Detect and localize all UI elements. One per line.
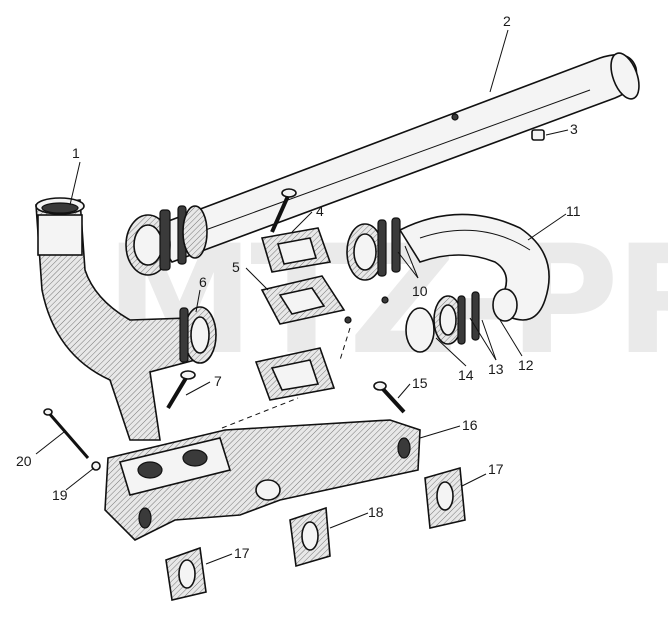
flange-plate xyxy=(260,275,352,325)
callout-13: 13 xyxy=(488,361,504,377)
exhaust-manifold xyxy=(104,419,421,541)
bolt-15 xyxy=(373,381,406,414)
callout-3: 3 xyxy=(570,121,578,137)
callout-6: 6 xyxy=(199,274,207,290)
leader-lines xyxy=(35,29,569,565)
callout-18: 18 xyxy=(368,504,384,520)
clamp-lower xyxy=(405,291,480,353)
nut xyxy=(531,129,545,141)
callout-5: 5 xyxy=(232,259,240,275)
gasket-17-right xyxy=(424,466,466,529)
callout-17a: 17 xyxy=(488,461,504,477)
callout-19: 19 xyxy=(52,487,68,503)
callout-4: 4 xyxy=(316,203,324,219)
exhaust-pipe xyxy=(148,52,640,263)
callout-20: 20 xyxy=(16,453,32,469)
callout-15: 15 xyxy=(412,375,428,391)
callout-12: 12 xyxy=(518,357,534,373)
callout-1: 1 xyxy=(72,145,80,161)
callout-14: 14 xyxy=(458,367,474,383)
stud-20 xyxy=(43,408,90,459)
clamp-upper xyxy=(346,217,401,304)
bolt-with-gasket xyxy=(260,188,332,273)
gasket xyxy=(254,347,336,401)
bolt xyxy=(166,370,196,410)
callout-2: 2 xyxy=(503,13,511,29)
callout-16: 16 xyxy=(462,417,478,433)
curved-pipe xyxy=(398,213,550,322)
callout-11: 11 xyxy=(566,203,581,219)
callout-17b: 17 xyxy=(234,545,250,561)
pipe-clamp xyxy=(125,205,208,276)
callout-7: 7 xyxy=(214,373,222,389)
gasket-17-lower xyxy=(165,546,207,601)
exhaust-elbow xyxy=(35,197,196,441)
callout-10: 10 xyxy=(412,283,428,299)
elbow-clamp xyxy=(179,306,217,364)
gasket-18 xyxy=(289,506,331,568)
